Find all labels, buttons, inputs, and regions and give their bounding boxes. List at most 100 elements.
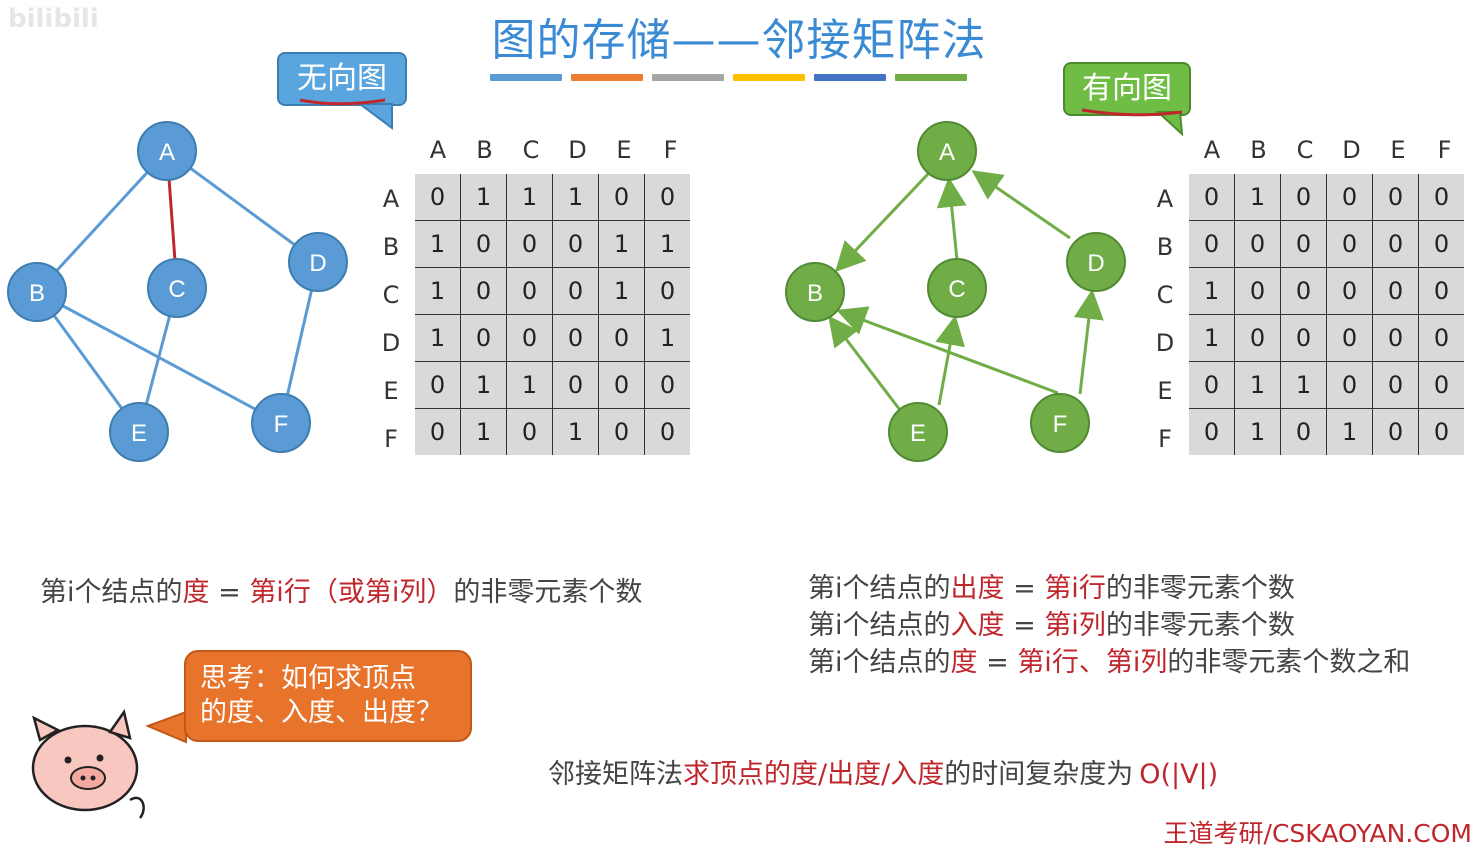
- matrix-cell: 0: [506, 314, 553, 362]
- matrix-cell: 1: [1326, 408, 1373, 455]
- formula-rhs: 第i行: [1044, 573, 1106, 604]
- directed-graph-diagram: A B C D E F: [785, 108, 1184, 462]
- matrix-cell: 1: [1189, 267, 1235, 315]
- node-d-label: D: [309, 250, 326, 277]
- formula-prefix: 第i个结点的: [808, 573, 951, 604]
- node-a-label: A: [939, 139, 955, 166]
- matrix-cell: 0: [1418, 220, 1464, 268]
- matrix-cell: 0: [1372, 174, 1419, 221]
- row-header: D: [381, 329, 401, 357]
- node-e: E: [888, 402, 948, 462]
- formula-term: 出度: [950, 573, 1005, 604]
- node-b-label: B: [807, 280, 823, 307]
- arc-e-b: [828, 315, 902, 411]
- matrix-cell: 0: [1372, 267, 1419, 315]
- color-bar: [652, 74, 724, 81]
- formula-rhs: 第i行（或第i列）: [249, 577, 454, 608]
- matrix-cell: 0: [1189, 361, 1235, 409]
- row-header: B: [382, 233, 400, 261]
- row-header: C: [382, 281, 400, 309]
- row-header: F: [1158, 425, 1172, 453]
- formula-prefix: 第i个结点的: [40, 577, 183, 608]
- node-c-label: C: [168, 276, 185, 303]
- node-b: B: [7, 262, 67, 322]
- speech-bubble-tail: [145, 710, 187, 744]
- matrix-cell: 0: [552, 314, 599, 362]
- complexity-suffix: 的时间复杂度为: [944, 759, 1134, 790]
- edge-a-b: [35, 149, 169, 294]
- formula-rhs: 第i列: [1044, 610, 1106, 641]
- matrix-cell: 0: [644, 361, 690, 409]
- arc-d-a: [971, 170, 1071, 240]
- node-c: C: [927, 258, 987, 318]
- matrix-cell: 0: [552, 220, 599, 268]
- matrix-cell: 0: [1418, 408, 1464, 455]
- column-header: C: [1296, 136, 1314, 164]
- column-header: B: [476, 136, 493, 164]
- formula-term: 入度: [950, 610, 1005, 641]
- matrix-cell: 0: [598, 408, 645, 455]
- thought-bubble: 思考：如何求顶点 的度、入度、出度？: [184, 650, 472, 742]
- matrix-cell: 0: [1234, 267, 1281, 315]
- matrix-cell: 1: [1234, 408, 1281, 455]
- matrix-cell: 0: [644, 408, 690, 455]
- matrix-cell: 0: [1280, 314, 1327, 362]
- matrix-cell: 1: [460, 174, 507, 221]
- matrix-cell: 0: [460, 220, 507, 268]
- matrix-cell: 1: [552, 408, 599, 455]
- pig-mascot: ?: [31, 708, 187, 819]
- column-header: B: [1250, 136, 1267, 164]
- matrix-cell: 0: [1189, 408, 1235, 455]
- thought-line-2: 的度、入度、出度？: [200, 697, 443, 728]
- matrix-cell: 0: [1280, 220, 1327, 268]
- matrix-cell: 0: [460, 267, 507, 315]
- node-e-label: E: [131, 420, 147, 447]
- color-bar: [814, 74, 886, 81]
- callout-tail: [357, 103, 393, 130]
- matrix-cell: 0: [1372, 361, 1419, 409]
- formula-rhs: 第i行、第i列: [1017, 647, 1168, 678]
- matrix-cell: 0: [1372, 220, 1419, 268]
- matrix-cell: 1: [644, 220, 690, 268]
- pig-snout: [70, 766, 106, 790]
- node-d: D: [1066, 232, 1126, 292]
- column-header: D: [1342, 136, 1361, 164]
- column-header: A: [1203, 136, 1221, 164]
- matrix-cell: 0: [1280, 408, 1327, 455]
- node-d-label: D: [1087, 250, 1104, 277]
- matrix-cell: 0: [1326, 174, 1373, 221]
- page-title: 图的存储——邻接矩阵法: [491, 15, 987, 66]
- matrix-cell: 1: [1189, 314, 1235, 362]
- undirected-graph-callout: 无向图: [277, 52, 407, 106]
- matrix-cell: 0: [1418, 314, 1464, 362]
- node-f-label: F: [1053, 411, 1068, 438]
- formula-term: 度: [950, 647, 978, 678]
- arc-f-d: [1073, 289, 1104, 395]
- matrix-cell: 0: [506, 408, 553, 455]
- arc-f-b: [836, 306, 1059, 395]
- node-c-label: C: [948, 276, 965, 303]
- node-f: F: [1030, 393, 1090, 453]
- matrix-cell: 1: [552, 174, 599, 221]
- arc-a-b: [834, 172, 930, 273]
- formula-suffix: 的非零元素个数: [1105, 610, 1295, 641]
- formula-eq: =: [1004, 610, 1045, 641]
- node-c: C: [147, 258, 207, 318]
- matrix-cell: 1: [506, 361, 553, 409]
- formula-prefix: 第i个结点的: [808, 647, 951, 678]
- undirected-graph-label: 无向图: [297, 61, 387, 96]
- node-b: B: [785, 262, 845, 322]
- arc-e-c: [935, 315, 965, 406]
- node-a: A: [137, 121, 197, 181]
- color-bar: [571, 74, 643, 81]
- matrix-cell: 0: [644, 174, 690, 221]
- matrix-cell: 1: [598, 267, 645, 315]
